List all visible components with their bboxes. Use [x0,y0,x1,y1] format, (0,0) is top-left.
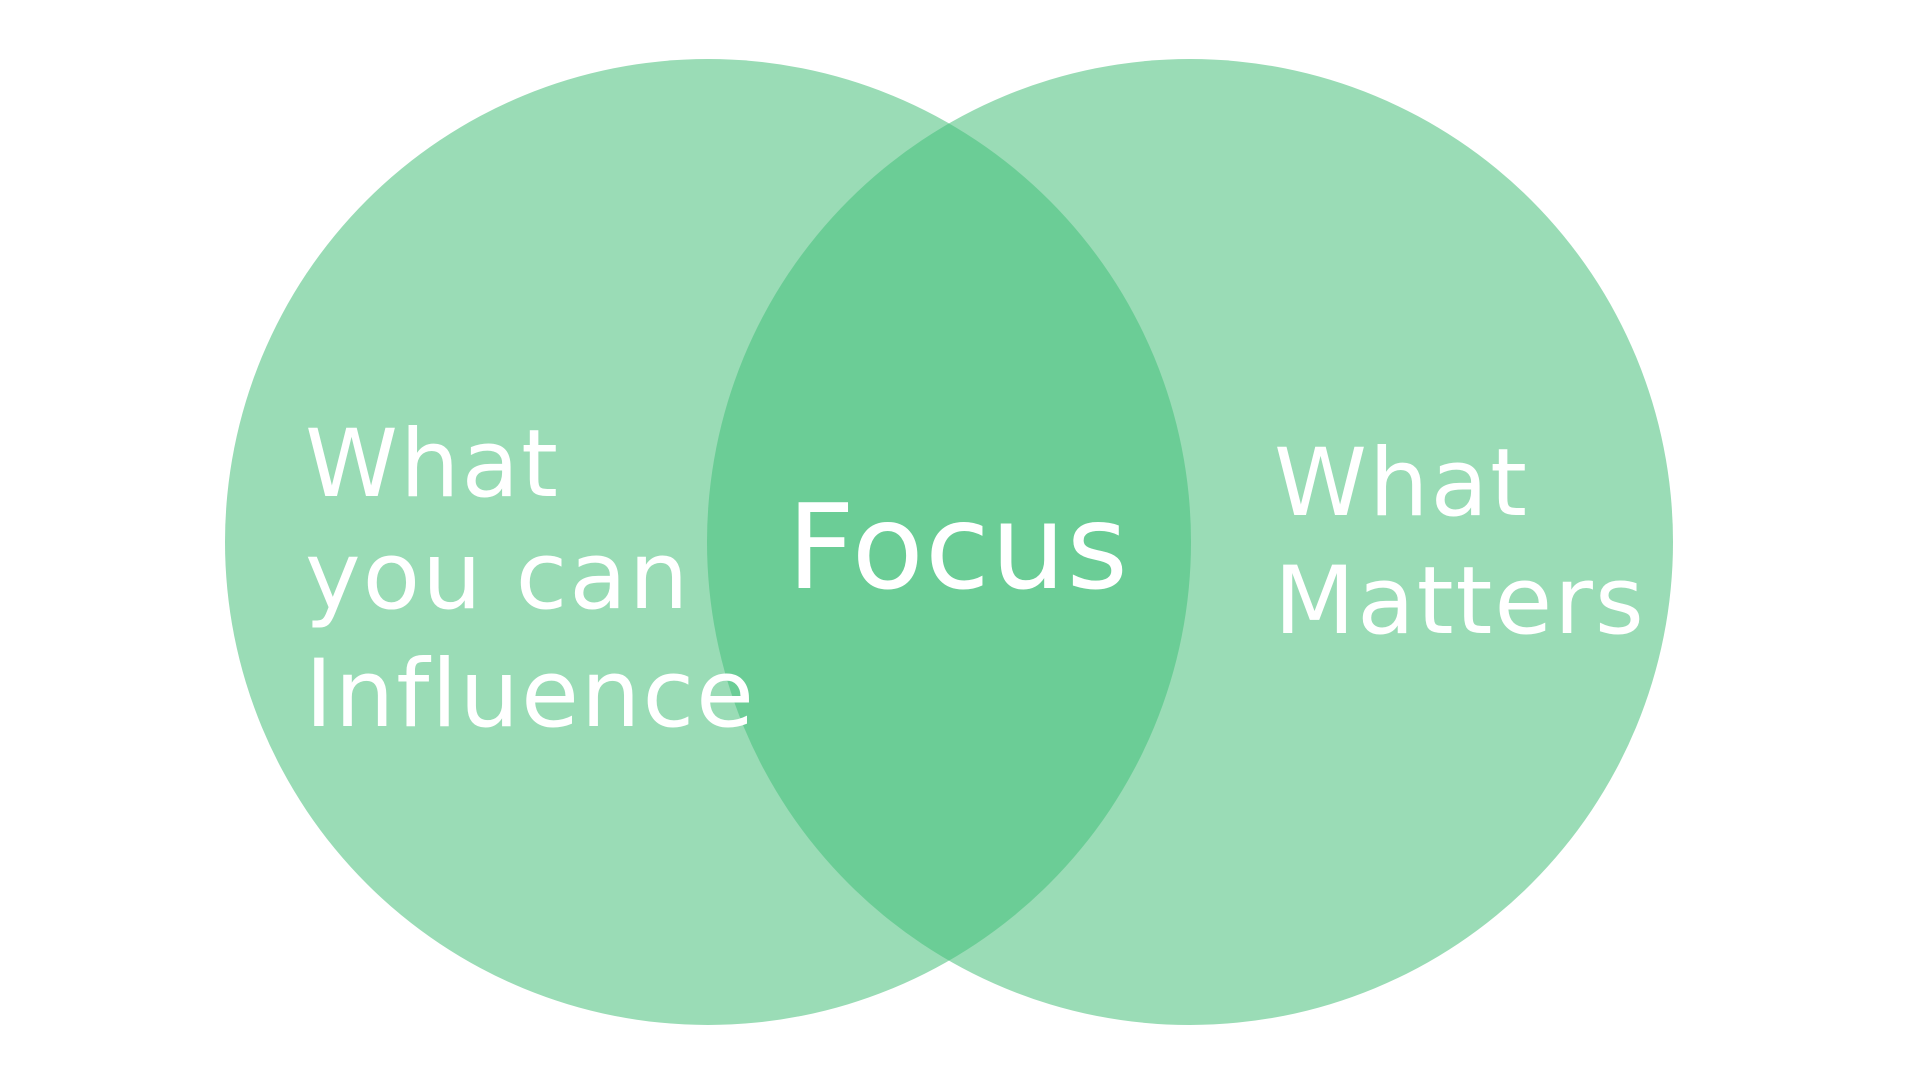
left-label-line: you can [305,522,690,631]
intersection-area [707,59,1191,1025]
intersection-label: Focus [787,478,1129,616]
right-set-label: What Matters [1274,429,1646,656]
left-label-line: What [305,410,560,519]
left-label-line: Influence [305,640,756,749]
right-label-line: What [1274,429,1529,538]
left-set-label: What you can Influence [305,410,756,749]
right-label-line: Matters [1274,547,1646,656]
